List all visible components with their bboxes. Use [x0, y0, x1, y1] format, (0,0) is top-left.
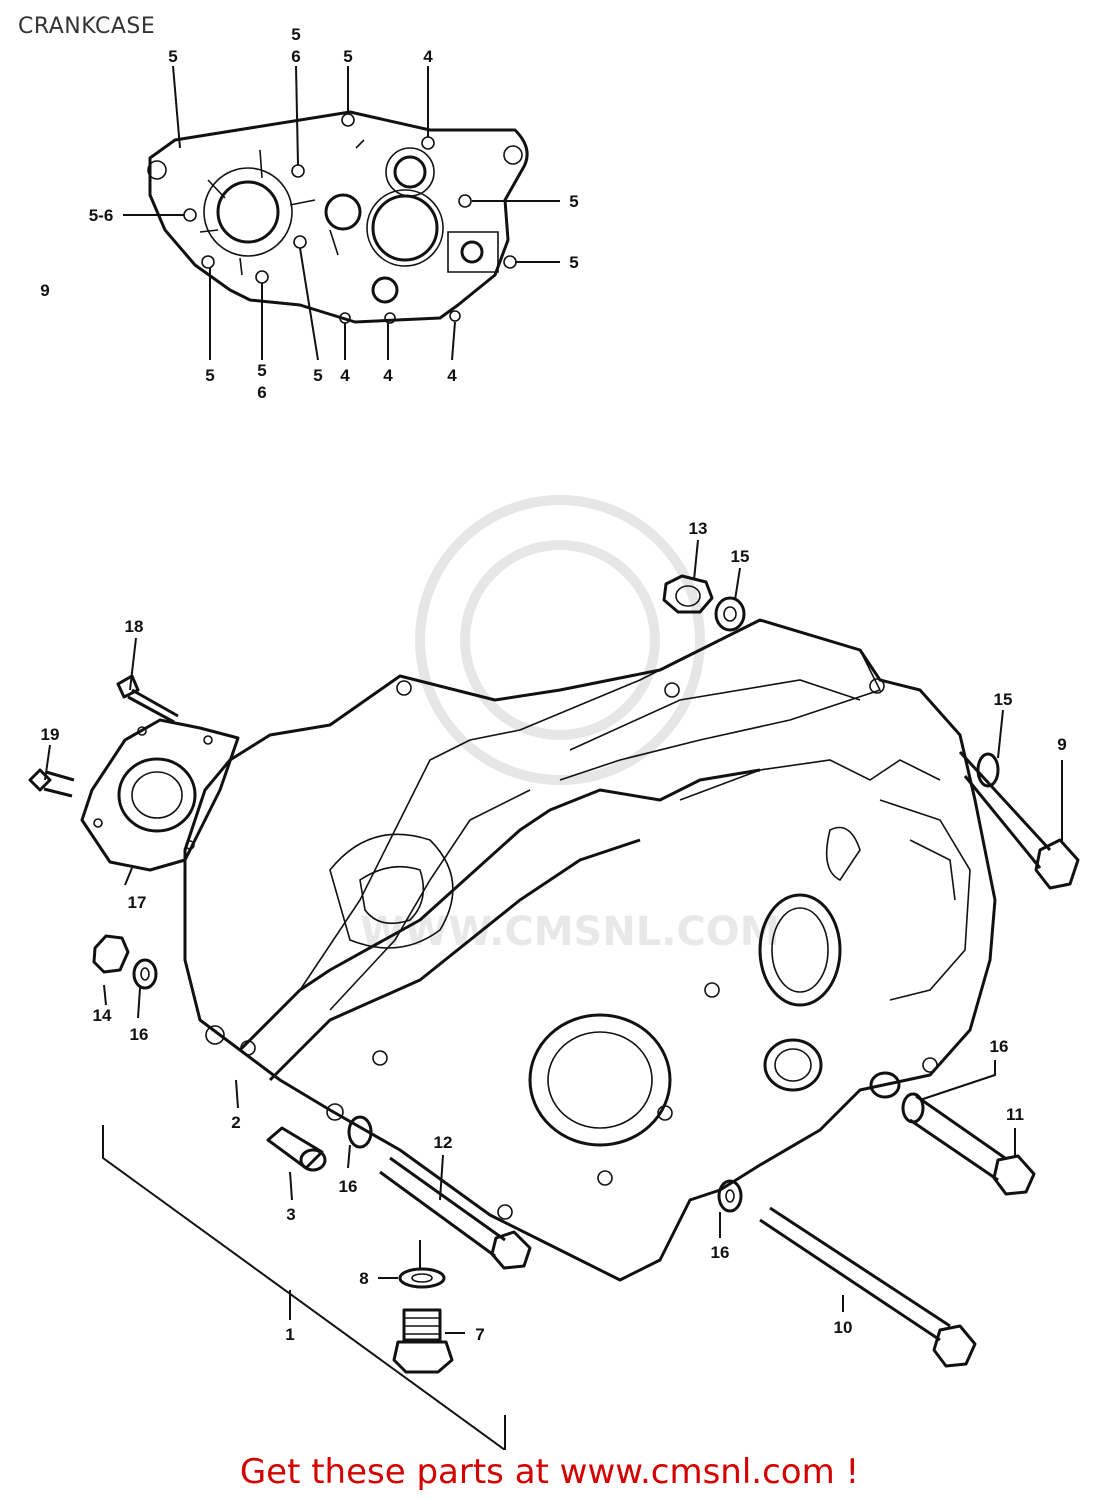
label-top-5a: 5	[168, 47, 177, 66]
label-top-9: 9	[40, 281, 49, 300]
label-7: 7	[475, 1325, 484, 1344]
bolt-10	[759, 1206, 977, 1368]
label-1: 1	[285, 1325, 294, 1344]
nut-13	[662, 574, 714, 614]
top-view-leaders	[123, 65, 560, 361]
washer-16-left	[132, 958, 158, 990]
label-top-bottom-4c: 4	[447, 366, 457, 385]
label-16-left: 16	[130, 1025, 149, 1044]
label-3: 3	[286, 1205, 295, 1224]
nut-14	[92, 934, 130, 974]
label-top-bottom-4b: 4	[383, 366, 393, 385]
label-16-right: 16	[990, 1037, 1009, 1056]
label-top-bottom-6: 6	[257, 383, 266, 402]
label-top-5e: 5	[569, 253, 578, 272]
label-18: 18	[125, 617, 144, 636]
top-view-labels: 5 5 6 5 4 5 5 5-6 9 5 5 6 5 4 4 4	[40, 25, 578, 402]
washer-15-top	[714, 596, 746, 632]
bolt-12	[347, 1115, 532, 1270]
label-15-right: 15	[994, 690, 1013, 709]
label-16-mid: 16	[339, 1177, 358, 1196]
label-top-bottom-5c: 5	[313, 366, 322, 385]
crankcase-half-top-view	[147, 110, 529, 324]
label-19: 19	[41, 725, 60, 744]
crankcase-diagram: WWW.CMSNL.COM	[28, 25, 1080, 1450]
label-top-bottom-5a: 5	[205, 366, 214, 385]
label-top-5c: 5	[343, 47, 352, 66]
label-14: 14	[93, 1006, 112, 1025]
label-top-5d: 5	[569, 192, 578, 211]
diagram-title: CRANKCASE	[18, 14, 156, 39]
bolt-11	[869, 1071, 1036, 1196]
label-15-top: 15	[731, 547, 750, 566]
cover-plate-17	[80, 718, 240, 872]
label-11: 11	[1006, 1105, 1024, 1124]
label-top-4a: 4	[423, 47, 433, 66]
label-16-lower: 16	[711, 1243, 730, 1262]
screw-18	[116, 674, 179, 724]
footer-link-text[interactable]: Get these parts at www.cmsnl.com !	[239, 1452, 860, 1492]
label-top-5-6: 5-6	[89, 206, 114, 225]
main-labels: 18 19 17 14 16 13 15 15 9 2 3 16 12 16 1…	[41, 519, 1067, 1344]
dowel-pin-3	[266, 1126, 327, 1172]
label-2: 2	[231, 1113, 240, 1132]
watermark-text: WWW.CMSNL.COM	[360, 909, 780, 955]
main-leaders	[44, 539, 1063, 1450]
drain-plug-7	[392, 1308, 454, 1374]
label-17: 17	[128, 893, 147, 912]
label-top-5b: 5	[291, 25, 300, 44]
label-12: 12	[434, 1133, 453, 1152]
label-top-bottom-4a: 4	[340, 366, 350, 385]
label-13: 13	[689, 519, 708, 538]
label-8: 8	[359, 1269, 368, 1288]
crankcase-assembly	[183, 618, 997, 1282]
washer-8	[398, 1267, 446, 1289]
washer-16-lower	[717, 1179, 743, 1213]
bolt-9	[958, 750, 1080, 890]
screw-19	[28, 768, 75, 798]
label-top-bottom-5b: 5	[257, 361, 266, 380]
label-10: 10	[834, 1318, 853, 1337]
label-top-6a: 6	[291, 47, 300, 66]
label-9: 9	[1057, 735, 1066, 754]
